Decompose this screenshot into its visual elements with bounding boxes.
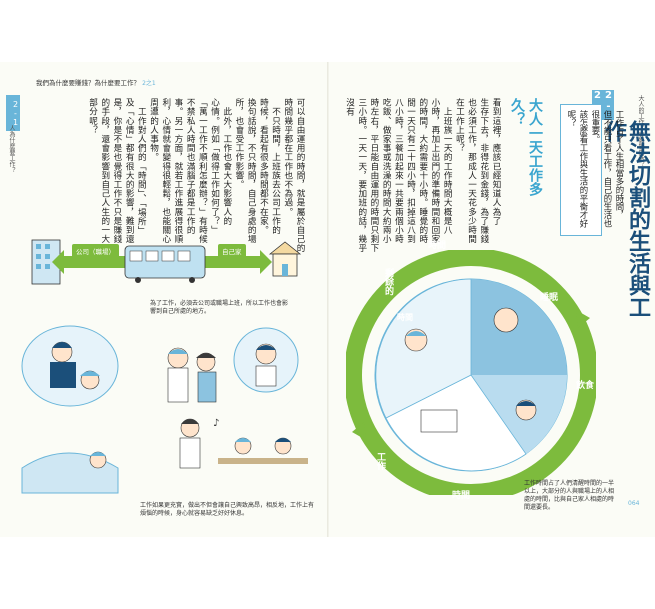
body-line: 事。另一方面，就若工作進展得很順	[172, 98, 183, 244]
pie-label-time-1: 時間	[428, 241, 447, 251]
body-line: 不只時間，上班族去公司工作的	[270, 98, 281, 235]
left-page-runner: 人為什麼要工作？	[8, 125, 15, 173]
section-question: 大人一天工作多久？	[509, 98, 543, 196]
commute-illustration	[31, 239, 302, 285]
body-line: 部分呢？	[87, 98, 98, 135]
body-line: 可以自由運用的時間，就是屬於自己的	[295, 98, 305, 253]
label-home: 自己家	[218, 244, 246, 258]
body-line: 間一天只有二十四小時，扣掉這八到	[405, 98, 416, 244]
left-page-header: 我們為什麼要賺錢？為什麼要工作？ 2之1	[36, 77, 156, 87]
body-line: 小時，再加上出門的準備時間和回家	[429, 98, 440, 244]
body-line: 吃飯、做家事或洗澡的時間大約兩小	[381, 98, 392, 244]
pie-label-sleep: 睡眠	[540, 293, 559, 303]
pie-label-time-2: 時間	[397, 313, 413, 322]
subtitle-line: 工作占了人生相當多的時間，	[615, 110, 625, 220]
daily-time-pie-chart	[346, 250, 596, 495]
left-page-tab: 2-1	[6, 95, 20, 131]
page-title: 無法切割的生活與工作	[601, 120, 650, 318]
mood-caption: 工作如果更充實，做出不但會讓自己興致高昂，相反地，工作上有煩惱的時候，身心就容易…	[140, 502, 315, 517]
body-line: 的時間，大約需要十小時。睡覺的時	[417, 98, 428, 244]
body-line: 上班族一天的工作時間大概是八	[442, 98, 453, 235]
subtitle-line: 但不能只看工作，自己的生活也很重要。	[591, 110, 613, 228]
commute-caption: 為了工作，必須去公司或職場上班，所以工作也會影響到自己所處的地方。	[150, 300, 289, 315]
left-header-text: 我們為什麼要賺錢？為什麼要工作？	[36, 79, 140, 87]
body-line: 不禁私人時間也滿腦子都是工作的	[185, 98, 196, 235]
pie-label-time-3: 時間	[452, 491, 471, 501]
body-line: 換句話說，不只時間，自己身處的場	[246, 98, 257, 244]
subtitle-text: 工作占了人生相當多的時間，但不能只看工作，自己的生活也很重要。該怎麼看工作與生活…	[566, 110, 626, 232]
body-line: 生存下去，非得花到金錢，為了賺錢	[478, 98, 489, 244]
body-line: 的手段，還會影響到自己人生的一大	[99, 98, 110, 244]
book-gutter	[327, 62, 329, 537]
body-line: 工作對人們的「時間」、「場所」	[136, 98, 147, 235]
body-line: 利，心情就會變得很輕鬆，也能關心	[160, 98, 171, 244]
body-line: 心情。例如「做得工作如何了？」	[209, 98, 220, 235]
left-tab-number: 2-1	[11, 99, 20, 127]
svg-text:♪: ♪	[213, 418, 219, 429]
body-line: 時間幾乎都在工作也不為過。	[282, 98, 293, 217]
body-line: 所，也會受工作影響。	[233, 98, 244, 189]
body-line: 三小時。一天一天，要加班的話，幾乎沒有	[344, 98, 367, 253]
body-line: 時候，看起有很多時間都不在家。	[258, 98, 269, 235]
body-line: 是，你是不是也覺得工作不只是賺錢	[111, 98, 122, 244]
work-mood-illustration: ♪	[21, 325, 308, 494]
body-line: 在工作上呢？	[454, 98, 465, 153]
body-line: 看到這裡，應該已經知道人為了	[491, 98, 501, 226]
right-page-runner: 大人的工作，會影響生活？	[637, 95, 644, 167]
body-line: 八小時，三餐加起來一共要兩個小時	[393, 98, 404, 244]
subtitle-line: 該怎麼看工作與生活的平衡才好呢？	[567, 110, 589, 228]
left-header-tag: 2之1	[142, 80, 156, 87]
pie-label-work: 工作	[375, 452, 385, 470]
pie-label-meals: 飲食	[576, 381, 595, 391]
page-number: 064	[628, 500, 640, 507]
body-line: 周遭的人事物。	[148, 98, 159, 162]
body-line: 此外，工作也會大大影響人的	[221, 98, 232, 226]
pie-caption: 工作時間占了人們清醒時間的一半以上，大部分的人與職場上的人相處的時間，比與自己家…	[524, 480, 615, 511]
subtitle-box	[560, 104, 602, 236]
left-body-text: 可以自由運用的時間，就是屬於自己的時間幾乎都在工作也不為過。 不只時間，上班族去…	[86, 98, 306, 258]
body-line: 時左右，平日能自由運用的時間只剩下	[368, 98, 379, 253]
right-body-text: 看到這裡，應該已經知道人為了生存下去，非得花到金錢，為了賺錢也必須工作，那成人一…	[345, 98, 502, 258]
label-office: 公司（職場）	[72, 244, 119, 258]
body-line: 及「心情」都有很大的影響，難到還	[124, 98, 135, 244]
body-line: 也必須工作，那成人一天花多少時間	[466, 98, 477, 244]
body-line: 「萬一工作不順利怎麼辦？」有時候	[197, 98, 208, 244]
pie-label-remaining: 剩餘的	[383, 268, 393, 295]
